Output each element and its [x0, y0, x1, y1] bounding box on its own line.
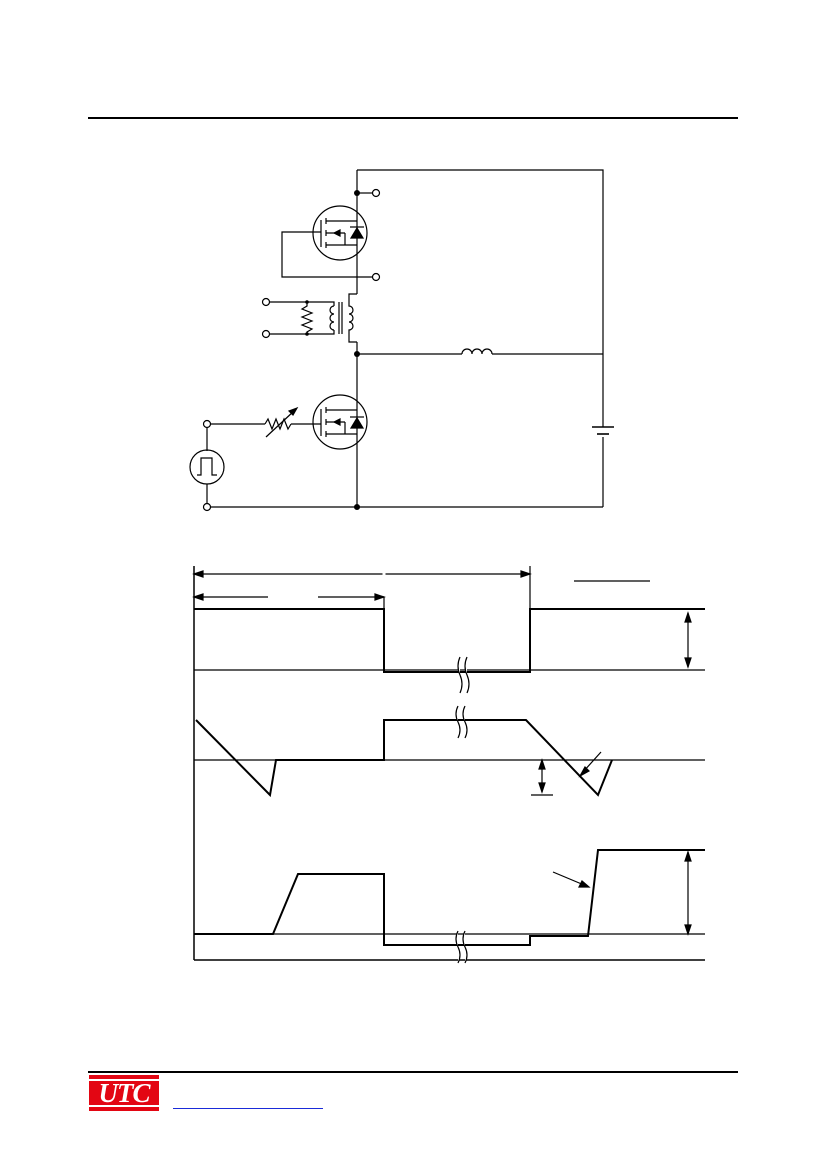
on-time-arrow — [192, 593, 386, 601]
terminal-icon — [202, 419, 212, 429]
logo-ribbon — [89, 1105, 159, 1107]
junction-dot — [354, 504, 360, 510]
utc-logo: UTC — [89, 1075, 159, 1111]
pointer-line — [552, 871, 585, 886]
logo-text: UTC — [98, 1077, 151, 1108]
website-link[interactable] — [173, 1092, 323, 1109]
voltage-swing-arrow — [684, 850, 692, 936]
terminal-icon — [371, 188, 381, 198]
gate-voltage-trace — [194, 608, 705, 673]
test-circuit-diagram — [189, 169, 614, 512]
logo-ribbon — [89, 1079, 159, 1081]
terminal-icon — [261, 329, 271, 339]
header-rule — [88, 117, 738, 119]
mosfet-icon — [312, 394, 368, 507]
supply-rail — [357, 169, 604, 427]
battery-icon — [592, 426, 614, 435]
diode-icon — [349, 226, 365, 239]
recovery-arrow — [531, 758, 553, 796]
terminal-icon — [202, 502, 212, 512]
period-arrow — [192, 566, 532, 584]
drain-voltage-trace — [194, 849, 705, 946]
amplitude-arrow — [684, 611, 692, 669]
inductor-icon — [461, 348, 493, 355]
gate-wire — [281, 231, 372, 278]
terminal-icon — [371, 272, 381, 282]
diode-icon — [349, 416, 365, 429]
transformer-icon — [329, 293, 357, 343]
footer-rule — [88, 1071, 738, 1073]
drain-current-trace — [195, 719, 613, 798]
resistor-icon — [300, 300, 314, 336]
variable-resistor-icon — [264, 406, 299, 438]
terminal-icon — [261, 297, 271, 307]
